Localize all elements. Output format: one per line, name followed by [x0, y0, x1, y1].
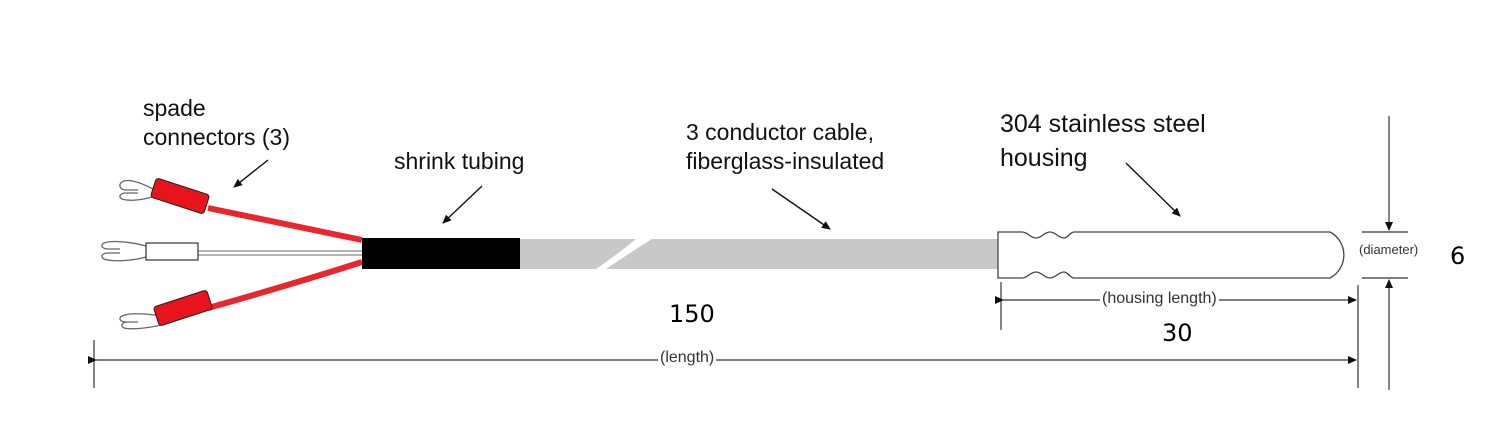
cable-label: 3 conductor cable, fiberglass-insulated [686, 118, 884, 176]
red-sleeve-bottom [153, 290, 213, 326]
bottom-red-wire [207, 259, 363, 311]
spade-fork-bottom [119, 313, 166, 330]
red-sleeve-top [150, 178, 210, 214]
housing-label-line1: 304 stainless steel [1000, 110, 1206, 138]
shrink-tubing-label: shrink tubing [394, 148, 525, 174]
shrink-callout-arrow [442, 185, 483, 224]
cable-left-segment [520, 239, 636, 269]
spade-fork-top [119, 179, 156, 201]
length-dim-label: (length) [658, 349, 717, 367]
housing-label-line2: housing [1000, 144, 1088, 172]
top-red-wire [207, 205, 363, 243]
cable-label-line1: 3 conductor cable, [686, 119, 874, 145]
cable-callout-arrow [771, 188, 831, 230]
diameter-label: (diameter) [1359, 242, 1419, 257]
diameter-value: 6 [1450, 242, 1466, 270]
housing-label: 304 stainless steel housing [1000, 107, 1206, 175]
white-sleeve-middle [145, 242, 199, 261]
steel-housing [997, 231, 1345, 279]
spade-label-line1: spade [143, 95, 206, 121]
housing-callout-arrow [1125, 162, 1181, 217]
cable-right-segment [606, 239, 1000, 269]
spade-fork-middle [101, 240, 147, 262]
housing-length-label: (housing length) [1100, 290, 1219, 308]
spade-label-line2: connectors (3) [143, 124, 291, 150]
housing-length-value: 30 [1162, 319, 1193, 347]
spade-callout-arrow [233, 159, 269, 188]
shrink-tubing [362, 238, 520, 269]
length-value: 150 [669, 300, 715, 328]
spade-connectors-label: spade connectors (3) [143, 94, 290, 152]
cable-label-line2: fiberglass-insulated [686, 148, 885, 174]
